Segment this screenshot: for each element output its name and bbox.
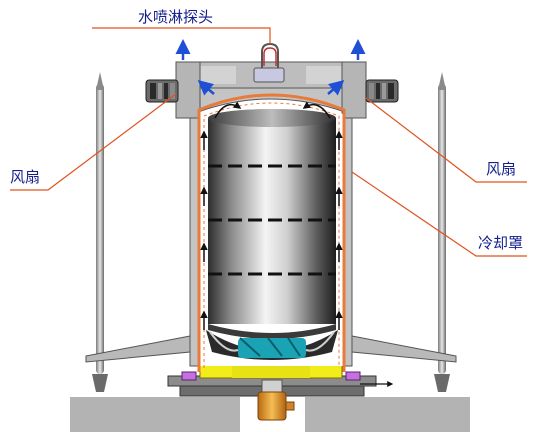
cylinder-bands (208, 164, 336, 276)
leader-fan-right (365, 97, 527, 183)
base-impeller (206, 330, 338, 360)
support-pole-left (92, 72, 108, 392)
circulation-arrows (200, 101, 343, 330)
label-fan-right: 风扇 (486, 160, 517, 178)
support-pole-right (434, 72, 450, 392)
spray-probe (253, 42, 285, 83)
fan-right (365, 79, 399, 103)
cooling-hood-outline (197, 93, 346, 372)
label-spray-probe: 水喷淋探头 (138, 8, 214, 26)
airflow-arrows (175, 39, 366, 96)
leader-fan-left (10, 93, 177, 191)
leader-lines (10, 27, 527, 257)
drain-nozzle (257, 379, 394, 421)
bottom-flange (85, 335, 457, 363)
cylinder-vessel (208, 109, 336, 339)
fan-left (145, 79, 179, 103)
label-fan-left: 风扇 (10, 168, 41, 186)
leader-spray-probe (92, 27, 271, 44)
leader-cooling-hood (351, 171, 527, 257)
base-couplers (181, 371, 361, 381)
label-cooling-hood: 冷却罩 (478, 234, 524, 252)
